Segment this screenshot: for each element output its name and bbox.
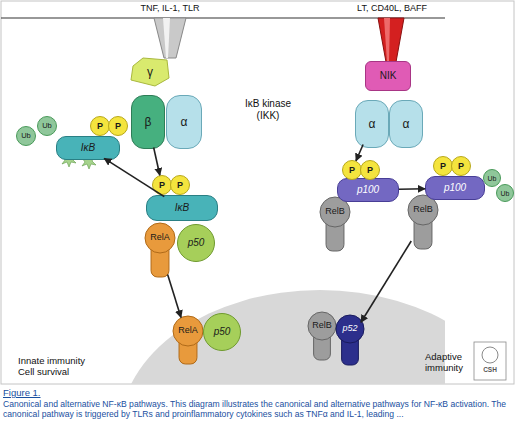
node-text: P xyxy=(115,122,121,131)
arrow-connector xyxy=(356,144,363,160)
node-text: RelA xyxy=(150,233,170,242)
node-text: RelB xyxy=(312,321,332,330)
annotation-label: Adaptive immunity xyxy=(425,352,471,374)
shape-head xyxy=(173,316,203,346)
node-text: P xyxy=(97,122,103,131)
node-text: IκB xyxy=(175,203,189,213)
publisher-logo-mark xyxy=(482,347,498,363)
shape-outline xyxy=(307,311,337,361)
node-text: p50 xyxy=(214,327,231,337)
node-text: α xyxy=(369,118,376,130)
shape-head xyxy=(336,315,364,343)
protein-node: P xyxy=(108,116,128,136)
protein-node: P xyxy=(360,160,380,180)
node-text: Ub xyxy=(21,132,31,140)
node-text: Ub xyxy=(488,175,497,182)
protein-node: P xyxy=(90,116,110,136)
protein-node: β xyxy=(131,95,165,149)
node-text: RelA xyxy=(178,326,198,335)
protein-node: p100 xyxy=(337,178,399,202)
node-text: Ub xyxy=(501,190,510,197)
node-text: P xyxy=(367,166,373,175)
node-text: P xyxy=(159,181,165,190)
annotation-label: LT, CD40L, BAFF xyxy=(347,3,437,13)
node-text: α xyxy=(181,116,188,128)
shape-outline xyxy=(144,222,176,278)
arrow-connector xyxy=(154,147,160,175)
node-text: RelB xyxy=(325,207,345,216)
protein-node: RelB xyxy=(319,196,351,252)
node-text: NIK xyxy=(380,71,397,81)
protein-node: p52 xyxy=(335,314,365,366)
receptor-symbol xyxy=(154,18,186,58)
protein-node: Ub xyxy=(483,169,501,187)
shape-outline xyxy=(407,194,439,250)
protein-node: p100 xyxy=(425,176,485,200)
protein-node: α xyxy=(355,100,389,148)
shape-outline xyxy=(319,196,351,252)
shape-fill xyxy=(131,58,169,86)
figure-title: Figure 1. xyxy=(3,387,41,398)
node-text: p52 xyxy=(342,324,357,333)
arrow-connector xyxy=(104,158,164,196)
protein-node: α xyxy=(389,100,423,148)
shape-head xyxy=(320,197,350,227)
arrow-connector xyxy=(361,241,411,322)
protein-node: p50 xyxy=(177,224,215,262)
publisher-logo xyxy=(474,342,506,380)
protein-node: P xyxy=(451,156,471,176)
protein-node: Ub xyxy=(37,116,57,136)
node-text: P xyxy=(349,166,355,175)
node-text: γ xyxy=(147,66,153,78)
node-text: P xyxy=(458,162,464,171)
receptor-highlight xyxy=(384,18,390,62)
figure-caption: Canonical and alternative NF-κB pathways… xyxy=(3,399,513,420)
protein-node: p50 xyxy=(203,313,241,351)
shape-outline xyxy=(172,315,204,365)
shape-head xyxy=(408,195,438,225)
protein-node: P xyxy=(433,156,453,176)
shape-head xyxy=(308,312,336,340)
node-text: p100 xyxy=(357,185,379,195)
node-text: p100 xyxy=(444,183,466,193)
annotation-label: Innate immunity Cell survival xyxy=(18,356,98,378)
protein-node: RelA xyxy=(172,315,204,365)
protein-node: Ub xyxy=(496,184,514,202)
node-text: Ub xyxy=(42,122,52,130)
annotation-label: CSH xyxy=(475,366,505,373)
protein-node: P xyxy=(342,160,362,180)
node-text: IκB xyxy=(81,143,95,153)
protein-node: α xyxy=(166,95,202,149)
annotation-label: TNF, IL-1, TLR xyxy=(125,3,215,13)
receptor-symbol xyxy=(378,18,404,62)
protein-node: IκB xyxy=(146,195,218,221)
node-text: p50 xyxy=(188,238,205,248)
protein-node: γ xyxy=(129,56,171,88)
node-text: P xyxy=(177,181,183,190)
protein-node: RelB xyxy=(307,311,337,361)
protein-node: RelA xyxy=(144,222,176,278)
node-text: β xyxy=(145,116,152,128)
node-text: RelB xyxy=(413,205,433,214)
node-text: α xyxy=(403,118,410,130)
protein-node: Ub xyxy=(16,126,36,146)
protein-node: NIK xyxy=(365,61,411,91)
shape-head xyxy=(145,223,175,253)
protein-node: IκB xyxy=(56,136,120,160)
protein-node: RelB xyxy=(407,194,439,250)
protein-node: P xyxy=(170,175,190,195)
arrow-connector xyxy=(399,188,425,190)
annotation-label: IκB kinase (IKK) xyxy=(236,98,300,121)
protein-node: P xyxy=(152,175,172,195)
arrow-connector xyxy=(168,275,181,318)
nucleus-shape xyxy=(120,290,445,384)
receptor-highlight xyxy=(163,18,170,58)
node-text: P xyxy=(440,162,446,171)
shape-outline xyxy=(335,314,365,366)
